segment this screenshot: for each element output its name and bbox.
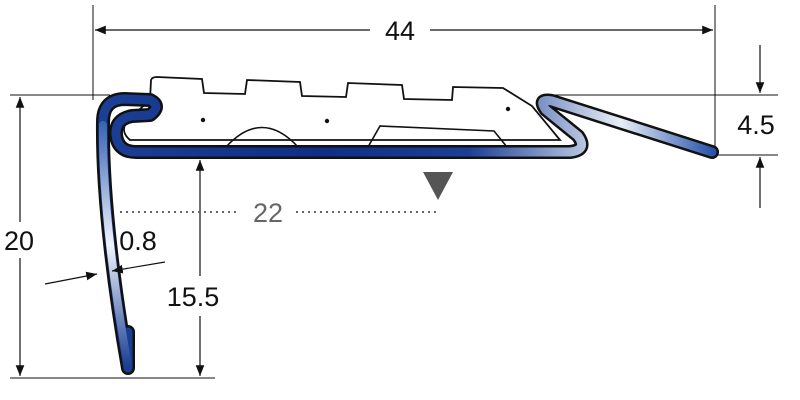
dimension-20: 20 bbox=[4, 97, 34, 376]
insert-trapezoid bbox=[367, 125, 508, 148]
insert-arch bbox=[225, 126, 299, 148]
tread-insert bbox=[123, 76, 562, 141]
extension-lines bbox=[10, 5, 778, 379]
insert-dot bbox=[324, 118, 330, 124]
dim-label-22: 22 bbox=[253, 198, 283, 228]
metal-profile bbox=[95, 92, 719, 375]
insert-dot bbox=[505, 106, 511, 112]
dim-label-44: 44 bbox=[385, 16, 415, 46]
dim-label-4-5: 4.5 bbox=[737, 110, 775, 140]
dimension-44: 44 bbox=[95, 16, 713, 46]
dimension-22: 22 bbox=[120, 172, 453, 228]
dim-label-15-5: 15.5 bbox=[167, 282, 220, 312]
insert-dot bbox=[200, 117, 206, 123]
dim-label-0-8: 0.8 bbox=[119, 226, 157, 256]
dimension-4-5: 4.5 bbox=[737, 45, 775, 208]
dimension-15-5: 15.5 bbox=[167, 160, 220, 376]
dimension-0-8: 0.8 bbox=[44, 226, 166, 285]
dim-label-20: 20 bbox=[4, 226, 34, 256]
reference-triangle-icon bbox=[423, 172, 453, 200]
